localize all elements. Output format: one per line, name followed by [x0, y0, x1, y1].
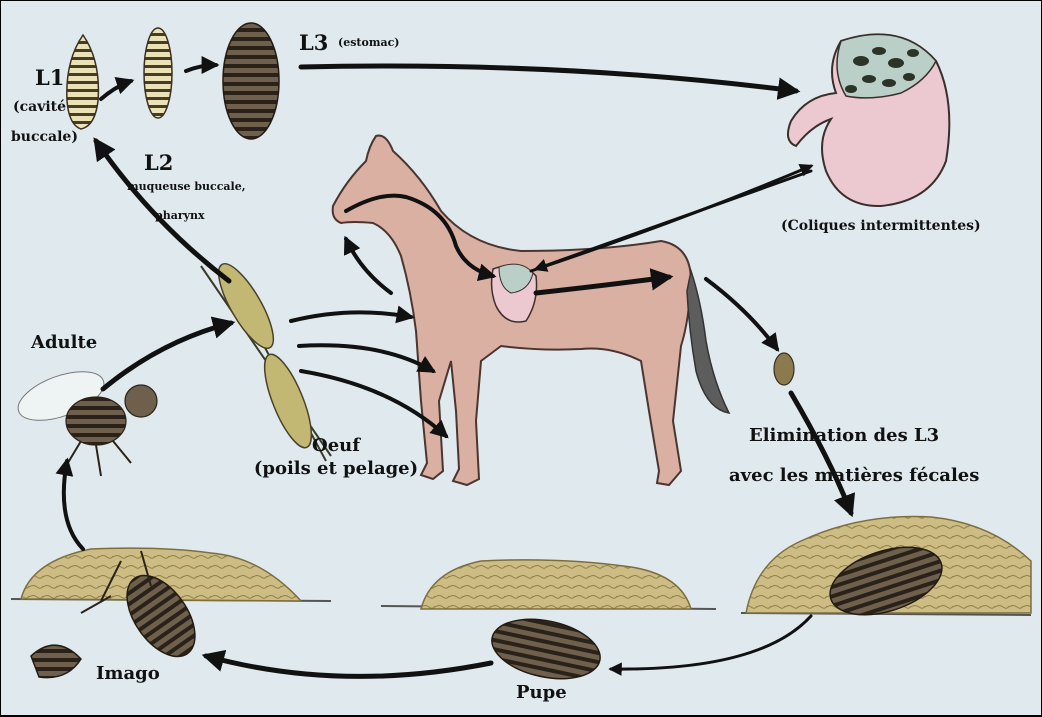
label-oeuf-location: (poils et pelage) — [251, 459, 421, 480]
label-l1: L1 — [35, 66, 64, 90]
larva-l2 — [144, 28, 172, 118]
label-oeuf: Oeuf — [271, 436, 401, 457]
label-imago: Imago — [96, 664, 160, 685]
pupa — [486, 610, 605, 688]
label-l3-location: (estomac) — [338, 37, 399, 50]
eggs-on-hair — [201, 257, 331, 461]
excreted-larva — [774, 353, 794, 385]
horse-illustration — [333, 136, 729, 485]
label-pupe: Pupe — [516, 683, 567, 704]
label-l1-location-1: (cavité — [13, 99, 66, 115]
stomach-illustration — [788, 34, 949, 206]
label-l2-location-2: pharynx — [155, 210, 205, 223]
label-l2: L2 — [144, 151, 173, 175]
larva-l1 — [67, 35, 99, 129]
label-coliques: (Coliques intermittentes) — [781, 218, 981, 234]
adult-fly — [12, 362, 157, 476]
label-elimination-1: Elimination des L3 — [749, 426, 939, 447]
label-l2-location-1: muqueuse buccale, — [127, 181, 246, 194]
label-l3: L3 — [299, 31, 328, 55]
label-adulte: Adulte — [31, 333, 97, 354]
label-elimination-2: avec les matières fécales — [729, 466, 979, 487]
larva-l3 — [223, 23, 279, 139]
label-l1-location-2: buccale) — [11, 129, 78, 145]
